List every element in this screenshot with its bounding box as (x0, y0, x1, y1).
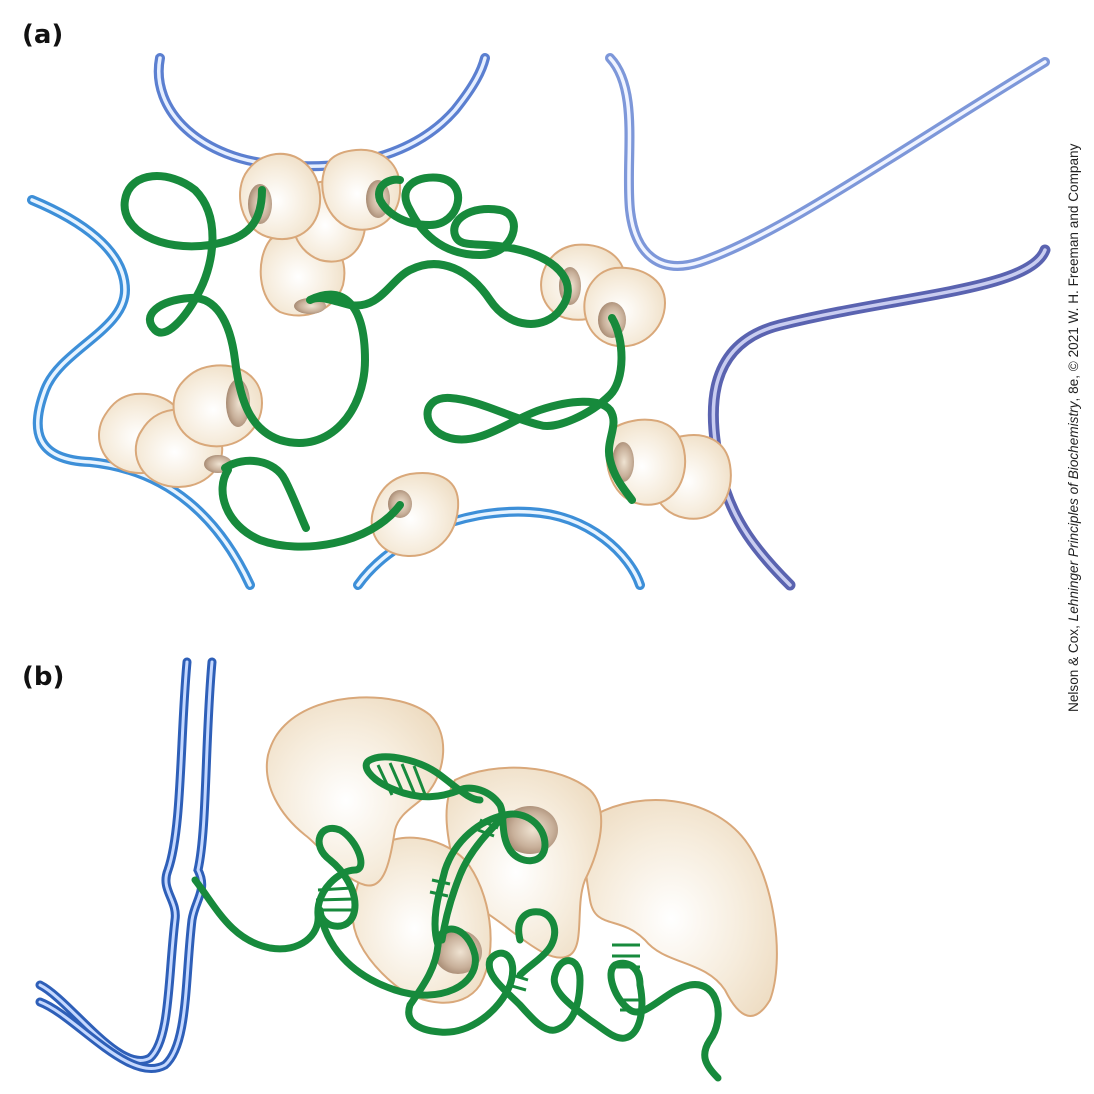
protein-cavity (294, 298, 326, 314)
credit-book-title: Lehninger Principles of Biochemistry (1066, 401, 1081, 622)
panel-a-label: (a) (22, 20, 64, 50)
credit-authors: Nelson & Cox, (1066, 621, 1081, 712)
panel-b (35, 657, 778, 1082)
double-strand (35, 657, 217, 1073)
green-rna-strand-a2 (423, 314, 636, 504)
stem-loop-rungs (315, 762, 640, 1012)
blue-strand-top-loop (153, 53, 490, 172)
blue-strand-top-right (605, 53, 1050, 271)
protein-cluster-top (239, 148, 402, 317)
credit-rest: , 8e, © 2021 W. H. Freeman and Company (1066, 143, 1081, 402)
protein-blob (370, 472, 460, 558)
protein-cluster-bottom-right (605, 418, 732, 520)
protein-blob (583, 266, 667, 348)
green-rna-strand-b2 (362, 753, 549, 949)
protein-cluster-bottom (370, 472, 460, 558)
blue-strands (27, 53, 1051, 591)
copyright-credit: Nelson & Cox, Lehninger Principles of Bi… (1066, 144, 1081, 712)
green-rna-strand-b3 (438, 811, 509, 944)
green-rna-strand-a (120, 172, 572, 447)
green-rna-strand-b4 (515, 908, 559, 979)
protein-large-right (584, 799, 778, 1017)
protein-top-left (265, 696, 445, 887)
blue-strand-right-dark (707, 244, 1051, 591)
panel-a (27, 53, 1051, 591)
protein-blob (605, 418, 687, 506)
green-rna-strand-a3 (221, 456, 310, 532)
green-rna-strand-a4 (218, 466, 404, 551)
panel-b-label: (b) (22, 662, 65, 692)
